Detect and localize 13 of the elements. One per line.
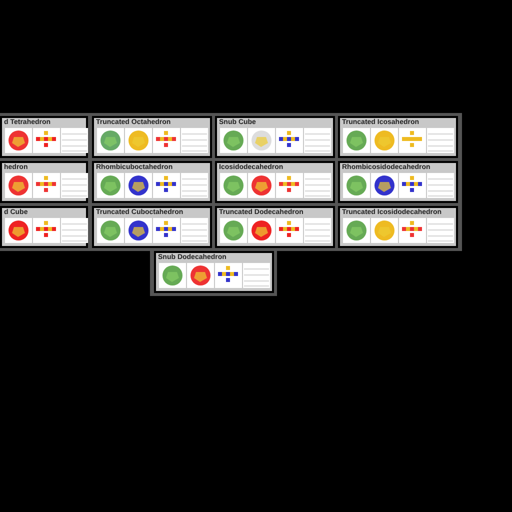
solid-card bbox=[338, 116, 458, 158]
solid-card bbox=[92, 161, 212, 203]
solid-card bbox=[92, 206, 212, 248]
solid-card bbox=[338, 206, 458, 248]
solid-card bbox=[0, 206, 88, 248]
solid-card bbox=[0, 161, 88, 203]
solid-card bbox=[215, 116, 335, 158]
solid-card bbox=[92, 116, 212, 158]
solid-card bbox=[154, 251, 274, 293]
solid-card bbox=[0, 116, 88, 158]
solid-card bbox=[338, 161, 458, 203]
solid-card bbox=[215, 206, 335, 248]
solid-card bbox=[215, 161, 335, 203]
